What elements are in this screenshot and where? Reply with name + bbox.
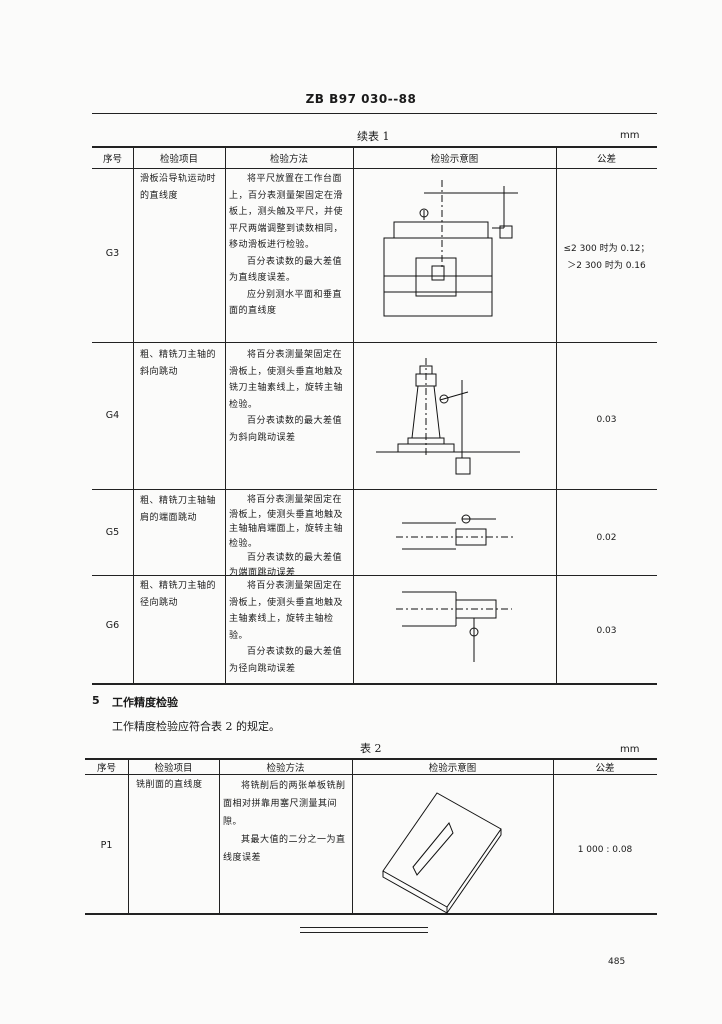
- table2-col-rule: [219, 758, 220, 914]
- check-method: 将百分表测量架固定在滑板上，使测头垂直地触及铣刀主轴素线上，旋转主轴检验。 百分…: [229, 347, 351, 446]
- tolerance: ≤2 300 时为 0.12； ＞2 300 时为 0.16: [556, 241, 657, 275]
- table1-col-rule: [133, 146, 134, 684]
- method-paragraph: 百分表读数的最大差值为径向跳动误差: [229, 647, 343, 674]
- method-paragraph: 其最大值的二分之一为直线度误差: [223, 835, 346, 863]
- tolerance-line: 0.03: [596, 415, 617, 425]
- table1-col-rule: [556, 146, 557, 684]
- table1-caption: 续表 1: [357, 130, 390, 143]
- table2-header-no: 序号: [96, 763, 116, 774]
- table1-header-tolerance: 公差: [596, 154, 616, 165]
- table1-col-rule: [225, 146, 226, 684]
- table2-top-rule: [85, 758, 657, 760]
- check-method: 将百分表测量架固定在滑板上，使测头垂直地触及主轴素线上，旋转主轴检验。 百分表读…: [229, 578, 351, 677]
- footer-rule: [300, 927, 428, 928]
- table1-row-rule: [92, 489, 657, 490]
- tolerance-line: 0.02: [596, 533, 617, 543]
- tolerance-line: ≤2 300 时为 0.12；: [563, 244, 650, 254]
- check-item: 滑板沿导轨运动时的直线度: [140, 174, 217, 201]
- table2-unit: mm: [620, 744, 640, 755]
- diagram-g3: [356, 170, 556, 342]
- method-paragraph: 百分表读数的最大差值为斜向跳动误差: [229, 416, 343, 443]
- table1-unit: mm: [620, 130, 640, 141]
- row-number: G3: [105, 248, 120, 259]
- tolerance-line: ＞2 300 时为 0.16: [567, 261, 646, 271]
- table1-row-rule: [92, 575, 657, 576]
- row-number: G6: [105, 620, 120, 631]
- table2-col-rule: [352, 758, 353, 914]
- method-paragraph: 将平尺放置在工作台面上，百分表测量架固定在滑板上，测头触及平尺，并使平尺两端调整…: [229, 174, 344, 250]
- diagram-g6: [356, 576, 556, 684]
- table2-header-rule: [85, 774, 657, 775]
- tolerance-line: 0.03: [596, 626, 617, 636]
- row-number: G5: [105, 527, 120, 538]
- tolerance: 0.03: [556, 412, 657, 429]
- check-method: 将平尺放置在工作台面上，百分表测量架固定在滑板上，测头触及平尺，并使平尺两端调整…: [229, 171, 351, 320]
- check-method: 将铣削后的两张单板铣削面相对拼靠用塞尺测量其间隙。 其最大值的二分之一为直线度误…: [223, 777, 349, 867]
- standard-number: ZB B97 030--88: [305, 92, 417, 106]
- check-item: 粗、精铣刀主轴的斜向跳动: [140, 350, 217, 377]
- table1-header-method: 检验方法: [269, 154, 308, 165]
- table2-header-diagram: 检验示意图: [428, 763, 477, 774]
- method-paragraph: 应分别测水平面和垂直面的直线度: [229, 289, 343, 317]
- table2-header-item: 检验项目: [154, 763, 193, 774]
- header-rule: [92, 113, 657, 115]
- table2-caption: 表 2: [360, 742, 382, 755]
- table1-header-rule: [92, 168, 657, 169]
- check-item: 铣削面的直线度: [136, 780, 203, 790]
- table2-header-tolerance: 公差: [595, 763, 615, 774]
- method-paragraph: 将铣削后的两张单板铣削面相对拼靠用塞尺测量其间隙。: [223, 781, 346, 827]
- method-paragraph: 将百分表测量架固定在滑板上，使测头垂直地触及铣刀主轴素线上，旋转主轴检验。: [229, 350, 344, 410]
- table1-top-rule: [92, 146, 657, 148]
- method-paragraph: 将百分表测量架固定在滑板上，使测头垂直地触及主轴素线上，旋转主轴检验。: [229, 581, 344, 641]
- section-title: 工作精度检验: [112, 696, 178, 709]
- table1-col-rule: [353, 146, 354, 684]
- table2-bottom-rule: [85, 913, 657, 915]
- diagram-g4: [356, 344, 556, 484]
- check-item: 粗、精铣刀主轴轴肩的端面跳动: [140, 496, 217, 523]
- tolerance: 1 000 : 0.08: [553, 842, 657, 859]
- table1-bottom-rule: [92, 683, 657, 685]
- row-number: P1: [100, 840, 113, 851]
- tolerance: 0.03: [556, 623, 657, 640]
- tolerance: 0.02: [556, 530, 657, 547]
- page-number: 485: [608, 957, 626, 967]
- row-number: G4: [105, 410, 120, 421]
- method-paragraph: 百分表读数的最大差值为直线度误差。: [229, 256, 343, 284]
- table1-header-no: 序号: [102, 154, 122, 165]
- method-paragraph: 百分表读数的最大差值为端面跳动误差: [229, 553, 343, 578]
- section-text: 工作精度检验应符合表 2 的规定。: [112, 720, 280, 733]
- diagram-g5: [356, 493, 556, 573]
- section-number: 5: [92, 694, 100, 707]
- method-paragraph: 将百分表测量架固定在滑板上，使测头垂直地触及主轴轴肩端面上，旋转主轴检验。: [229, 495, 344, 549]
- tolerance-line: 1 000 : 0.08: [577, 845, 633, 855]
- check-item: 粗、精铣刀主轴的径向跳动: [140, 581, 217, 608]
- table1-header-item: 检验项目: [159, 154, 198, 165]
- table2-col-rule: [553, 758, 554, 914]
- check-method: 将百分表测量架固定在滑板上，使测头垂直地触及主轴轴肩端面上，旋转主轴检验。 百分…: [229, 493, 351, 580]
- table1-row-rule: [92, 342, 657, 343]
- table2-col-rule: [128, 758, 129, 914]
- table1-header-diagram: 检验示意图: [430, 154, 479, 165]
- footer-rule: [300, 932, 428, 933]
- diagram-p1: [353, 775, 553, 913]
- table2-header-method: 检验方法: [266, 763, 305, 774]
